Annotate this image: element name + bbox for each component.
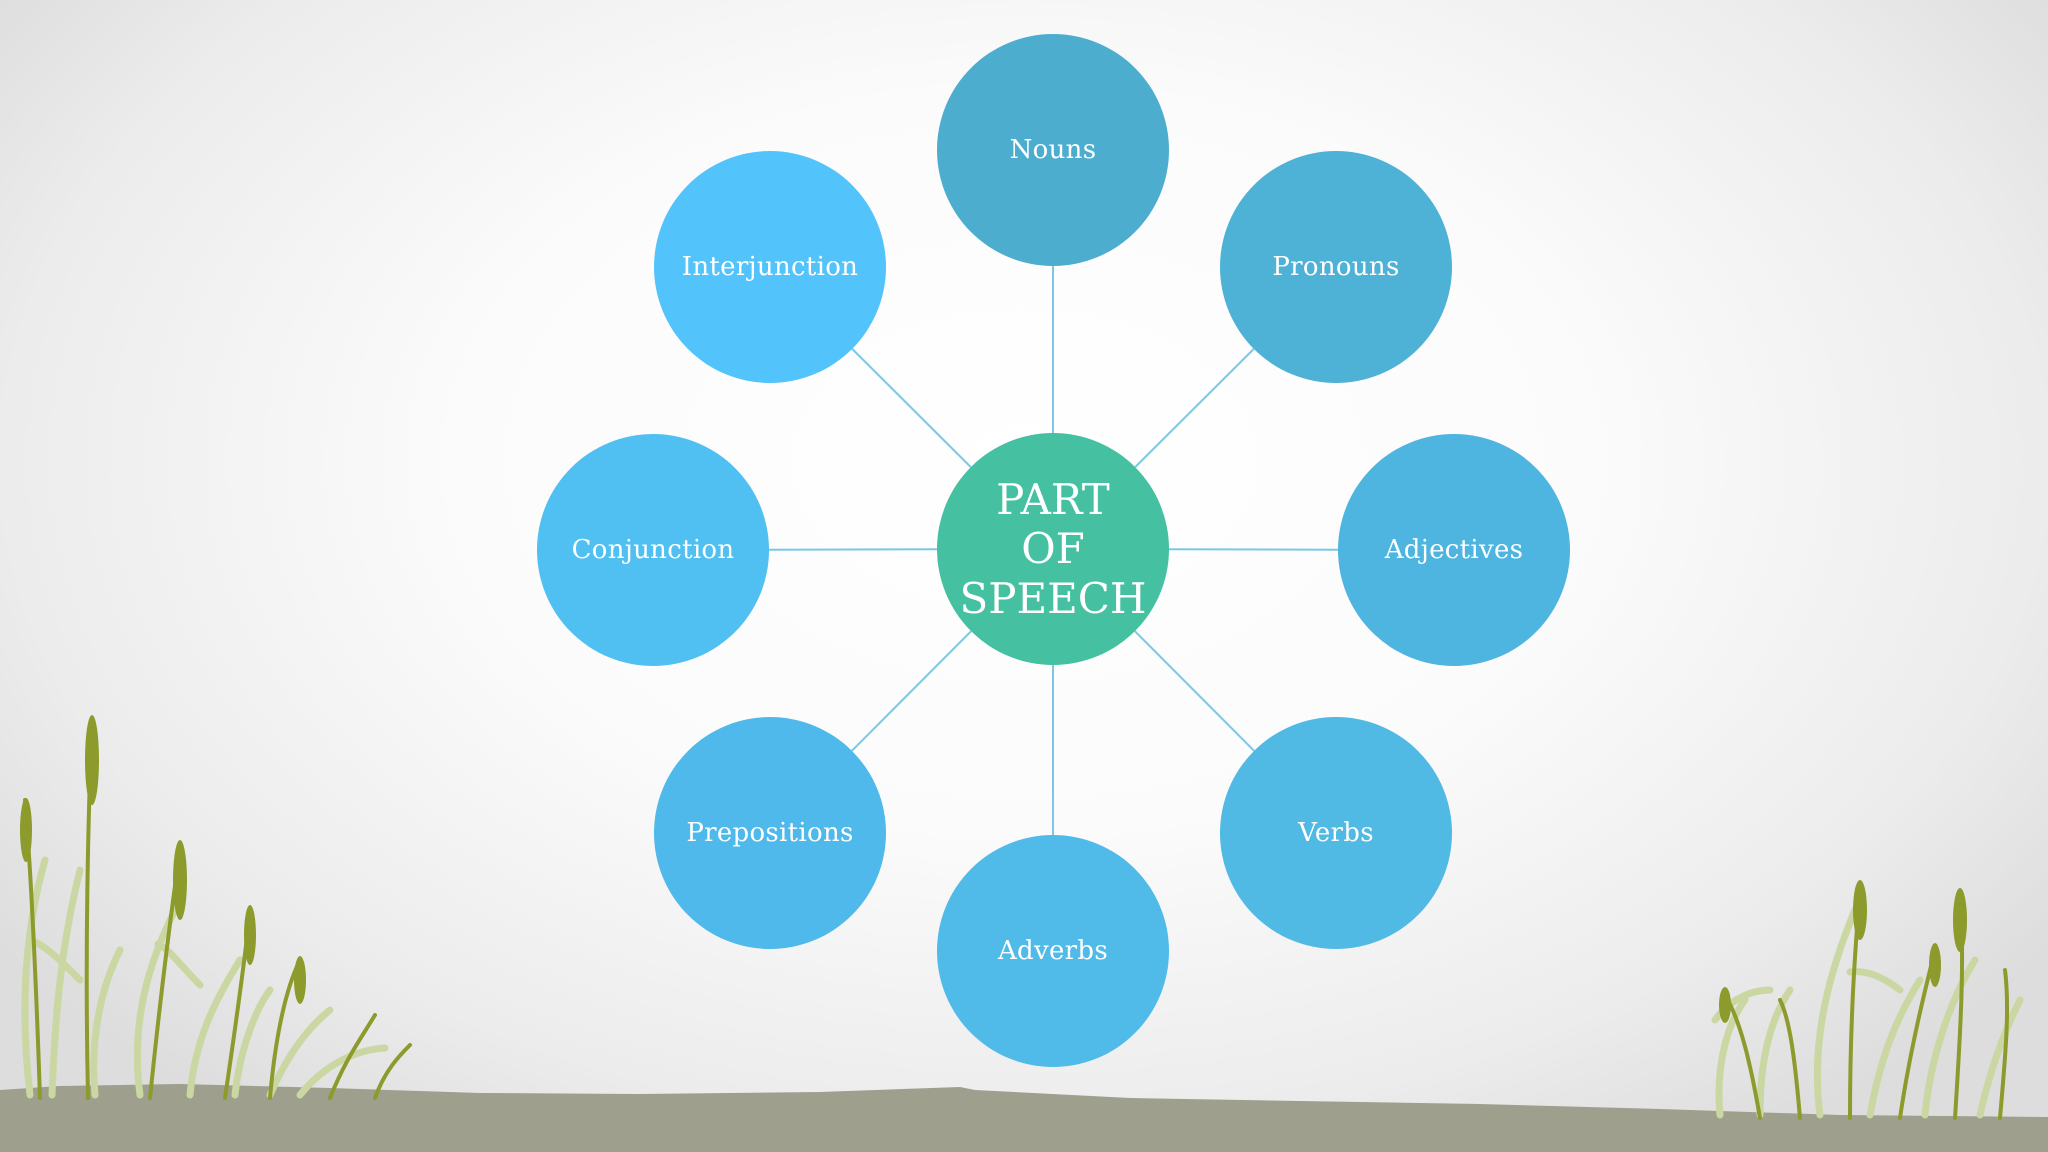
connector-pronouns xyxy=(1134,348,1255,468)
grass-left-leaves xyxy=(21,856,389,1099)
node-label: Adverbs xyxy=(997,935,1108,966)
node-label: Pronouns xyxy=(1272,251,1400,282)
hub-label-line-3: SPEECH xyxy=(959,573,1147,623)
node-label: Verbs xyxy=(1298,817,1374,848)
hub-label: PART OF SPEECH xyxy=(959,475,1146,624)
node-prepositions: Prepositions xyxy=(654,717,886,949)
node-label: Nouns xyxy=(1009,134,1097,165)
ground-shape xyxy=(0,1084,2048,1152)
node-nouns: Nouns xyxy=(937,34,1169,266)
grass-right-seedheads xyxy=(1719,880,1967,1023)
hub-label-line-2: OF xyxy=(1021,524,1085,574)
hub-part-of-speech: PART OF SPEECH xyxy=(937,433,1169,665)
connector-prepositions xyxy=(851,630,972,752)
grass-right-leaves xyxy=(1711,906,2024,1119)
node-adverbs: Adverbs xyxy=(937,835,1169,1067)
node-interjunction: Interjunction xyxy=(654,151,886,383)
node-label: Prepositions xyxy=(686,817,854,848)
node-verbs: Verbs xyxy=(1220,717,1452,949)
node-adjectives: Adjectives xyxy=(1338,434,1570,666)
node-label: Conjunction xyxy=(571,534,735,565)
connector-interjunction xyxy=(851,348,972,468)
connector-verbs xyxy=(1134,630,1255,752)
grass-left-seedheads xyxy=(20,715,306,1004)
node-pronouns: Pronouns xyxy=(1220,151,1452,383)
hub-label-line-1: PART xyxy=(996,474,1110,524)
node-conjunction: Conjunction xyxy=(537,434,769,666)
node-label: Interjunction xyxy=(681,251,859,282)
node-label: Adjectives xyxy=(1384,534,1524,565)
